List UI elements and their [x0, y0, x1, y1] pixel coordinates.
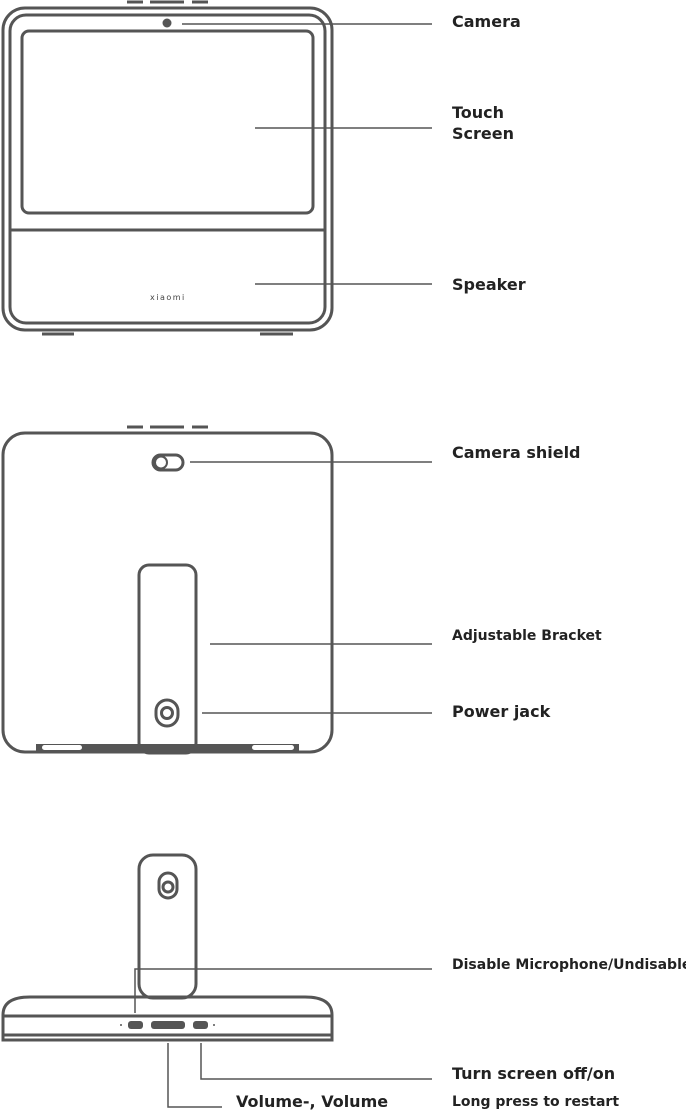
- label-camera: Camera: [452, 12, 521, 31]
- label-touch-screen-line1: Touch: [452, 103, 505, 122]
- label-restart: Long press to restart: [452, 1094, 620, 1110]
- top-view: [1, 853, 432, 1108]
- label-adjustable-bracket: Adjustable Bracket: [452, 628, 602, 644]
- label-power-jack: Power jack: [452, 702, 551, 721]
- back-view: [1, 425, 432, 755]
- power-jack: [154, 698, 180, 728]
- microphone-button: [128, 1021, 143, 1029]
- label-volume: Volume-, Volume: [236, 1092, 389, 1111]
- brand-logo: xiaomi: [150, 293, 186, 302]
- label-screen-toggle: Turn screen off/on: [452, 1064, 616, 1083]
- camera-shield-switch: [151, 453, 185, 472]
- label-camera-shield: Camera shield: [452, 443, 581, 462]
- adjustable-bracket: [137, 563, 198, 755]
- label-speaker: Speaker: [452, 275, 526, 294]
- label-touch-screen-line2: Screen: [452, 124, 514, 143]
- touch-screen: [20, 29, 315, 215]
- volume-button: [151, 1021, 185, 1029]
- camera-icon: [162, 18, 172, 28]
- front-view: [1, 0, 432, 336]
- label-microphone: Disable Microphone/Undisable: [452, 957, 686, 973]
- screen-power-button: [193, 1021, 208, 1029]
